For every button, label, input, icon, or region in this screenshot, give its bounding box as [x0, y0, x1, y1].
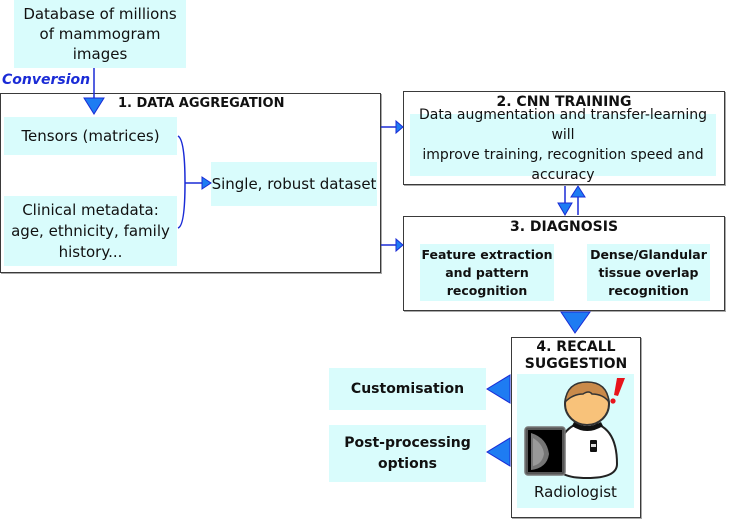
radiologist-label-text: Radiologist [534, 483, 617, 501]
stage2-title: 2. CNN TRAINING [496, 94, 632, 110]
radiologist-hair [564, 381, 611, 405]
stage4-title: 4. RECALL SUGGESTION [511, 339, 641, 373]
tensors-box: Tensors (matrices) [4, 117, 177, 155]
stage1-title: 1. DATA AGGREGATION [118, 96, 285, 111]
to-post-processing-head [486, 437, 511, 467]
stage2-to-stage3-head [557, 202, 573, 216]
dense-line-2: tissue overlap [598, 264, 699, 280]
source-line-2: of mammogram [39, 25, 161, 43]
stage3-title: 3. DIAGNOSIS [509, 219, 619, 235]
conversion-label: Conversion [2, 72, 91, 88]
clinical-metadata-box: Clinical metadata: age, ethnicity, famil… [4, 196, 177, 266]
post-processing-line-2: options [377, 455, 438, 472]
clinical-line-3: history... [58, 242, 123, 261]
stage3-to-stage4-head [560, 311, 591, 334]
exclamation-icon [610, 378, 625, 404]
feature-line-1: Feature extraction [421, 246, 553, 262]
source-line-3: images [72, 45, 128, 63]
post-processing-box: Post-processing options [329, 425, 486, 482]
source-database-box: Database of millions of mammogram images [14, 0, 186, 68]
stage4-title-line-2: SUGGESTION [524, 356, 628, 372]
feature-line-2: and pattern [445, 264, 529, 280]
dense-line-3: recognition [608, 282, 689, 298]
stage1-to-stage2-head [395, 119, 404, 135]
dense-tissue-box: Dense/Glandular tissue overlap recogniti… [587, 244, 710, 301]
feature-line-3: recognition [446, 282, 528, 298]
cnn-training-description-box: Data augmentation and transfer-learning … [410, 107, 716, 183]
feature-extraction-box: Feature extraction and pattern recogniti… [420, 244, 554, 301]
cnn-line-2: improve training, recognition speed and [422, 147, 704, 163]
customisation-box: Customisation [329, 368, 486, 410]
to-customisation-head [486, 374, 511, 404]
post-processing-line-1: Post-processing [344, 434, 471, 451]
tensors-label: Tensors (matrices) [21, 127, 160, 145]
radiologist-body [555, 420, 619, 480]
mammogram-icon [524, 426, 566, 476]
stage1-to-stage3-head [395, 237, 404, 253]
radiologist-label: Radiologist [517, 480, 634, 504]
clinical-line-1: Clinical metadata: [22, 200, 159, 219]
dense-line-1: Dense/Glandular [590, 246, 707, 262]
source-line-1: Database of millions [23, 5, 177, 23]
single-dataset-box: Single, robust dataset [211, 162, 377, 206]
single-dataset-label: Single, robust dataset [211, 175, 377, 193]
clinical-line-2: age, ethnicity, family [11, 221, 170, 240]
customisation-label: Customisation [350, 381, 465, 397]
radiologist-icon [524, 378, 625, 480]
cnn-line-3: accuracy [531, 167, 595, 183]
stage3-to-stage2-head [570, 185, 586, 198]
radiologist-collar [572, 422, 603, 431]
cnn-line-1: Data augmentation and transfer-learning … [418, 107, 708, 143]
stage4-title-line-1: 4. RECALL [536, 339, 616, 355]
